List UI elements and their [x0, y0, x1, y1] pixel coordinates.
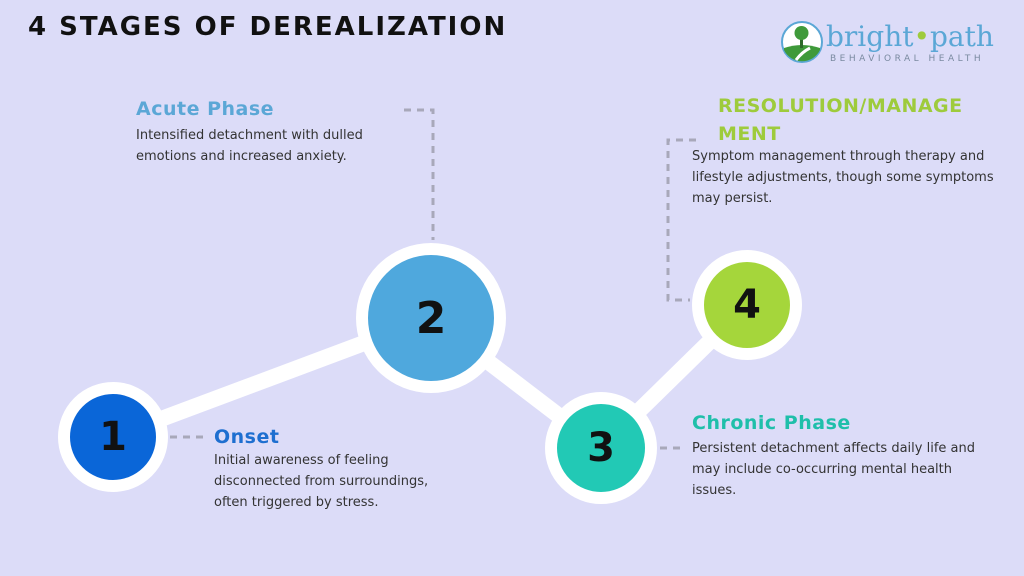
stage-4-circle: 4: [692, 250, 802, 360]
stage-1-title: Onset: [214, 426, 280, 448]
logo-wordmark: bright•path: [826, 20, 994, 53]
stage-1-description: Initial awareness of feeling disconnecte…: [214, 453, 429, 510]
stage-4-number: 4: [733, 282, 761, 328]
leader-acute: [404, 108, 435, 240]
stage-3-description: Persistent detachment affects daily life…: [692, 441, 975, 498]
page-title: 4 STAGES OF DEREALIZATION: [28, 12, 508, 42]
stage-4-description: Symptom management through therapy and l…: [692, 149, 994, 206]
stage-2-circle: 2: [356, 243, 506, 393]
leader-resolution: [666, 138, 696, 302]
stage-1-circle: 1: [58, 382, 168, 492]
stage-3-number: 3: [587, 425, 615, 471]
stage-3-title: Chronic Phase: [692, 412, 851, 434]
stage-2-number: 2: [415, 292, 447, 344]
stage-4-title: RESOLUTION/MANAGEMENT: [718, 95, 963, 145]
stage-3-circle: 3: [545, 392, 657, 504]
logo-tree-icon: [781, 21, 823, 63]
bright-path-logo: bright•path BEHAVIORAL HEALTH: [780, 18, 1010, 68]
logo-subtitle: BEHAVIORAL HEALTH: [830, 54, 985, 64]
stage-2-title: Acute Phase: [136, 98, 275, 120]
stage-2-description: Intensified detachment with dulled emoti…: [136, 128, 363, 164]
stage-1-number: 1: [99, 414, 127, 460]
